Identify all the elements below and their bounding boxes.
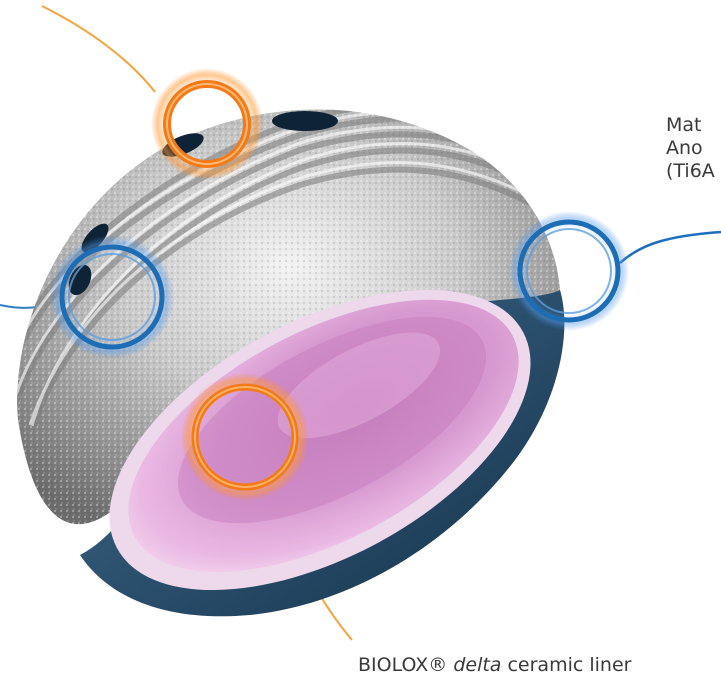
leader-line-right [620,232,721,263]
material-line-2: Ano [666,137,715,160]
registered-mark: ® [428,654,447,676]
leader-line-top [42,6,155,92]
liner-description: ceramic liner [507,654,631,676]
ring-top-orange [151,68,263,180]
liner-brand: BIOLOX [358,654,428,676]
ring-bottom-orange [181,373,309,501]
material-callout: Mat Ano (Ti6A [666,114,715,183]
material-line-1: Mat [666,114,715,137]
material-line-3: (Ti6A [666,160,715,183]
liner-variant: delta [453,654,501,676]
liner-callout: BIOLOX® delta ceramic liner [358,654,631,677]
ring-right-blue [509,211,629,331]
screw-hole [272,111,338,131]
ring-left-blue [50,235,174,359]
